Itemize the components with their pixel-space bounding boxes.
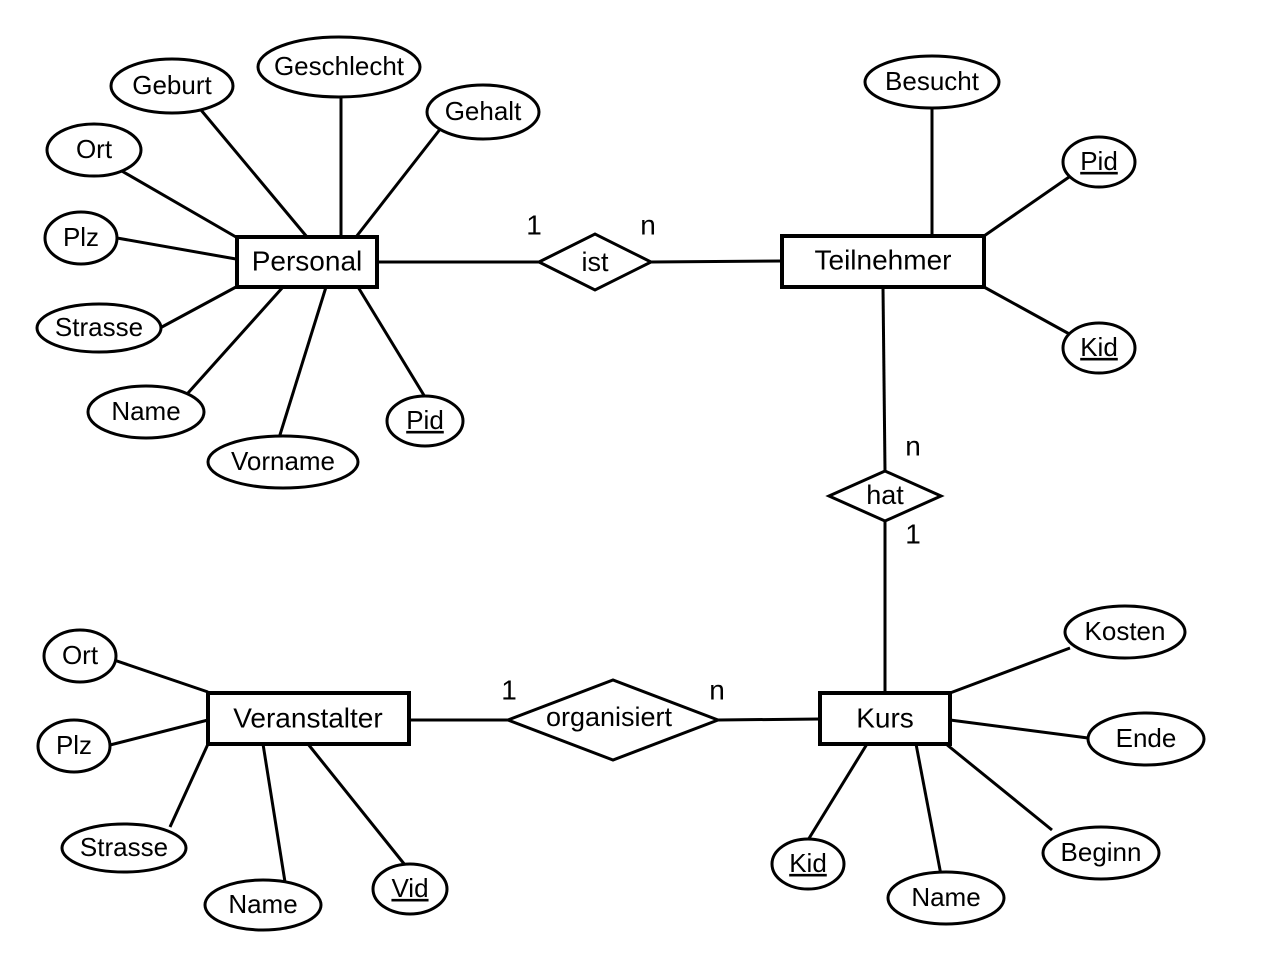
attribute-kurs-beginn-label: Beginn <box>1061 837 1142 867</box>
entity-personal: Personal <box>235 235 379 289</box>
attribute-veranstalter-vid: Vid <box>371 862 449 916</box>
edge-personal-name <box>186 285 285 395</box>
entity-teilnehmer-label: Teilnehmer <box>815 244 952 275</box>
attribute-veranstalter-name: Name <box>203 878 323 932</box>
attribute-personal-pid: Pid <box>385 394 465 448</box>
attribute-veranstalter-plz: Plz <box>36 718 112 774</box>
entity-veranstalter: Veranstalter <box>206 691 411 746</box>
attribute-personal-geschlecht: Geschlecht <box>256 35 422 99</box>
attribute-personal-ort: Ort <box>45 122 143 178</box>
edges <box>109 97 1089 883</box>
attribute-kurs-ende-label: Ende <box>1116 723 1177 753</box>
cardinality-hat-teilnehmer: n <box>905 430 921 461</box>
attribute-kurs-kid-label: Kid <box>789 848 827 878</box>
edge-personal-gehalt <box>354 127 443 238</box>
edge-personal-ort <box>119 168 237 239</box>
cardinality-ist-personal: 1 <box>526 209 542 240</box>
attribute-personal-vorname: Vorname <box>206 434 360 490</box>
attribute-teilnehmer-pid-label: Pid <box>1080 146 1118 176</box>
attribute-veranstalter-plz-label: Plz <box>56 730 92 760</box>
cardinalities: 1 n n 1 1 n <box>501 209 921 705</box>
attribute-personal-geburt: Geburt <box>109 57 235 115</box>
edge-personal-pid <box>356 286 427 398</box>
cardinality-organisiert-veranstalter: 1 <box>501 674 517 705</box>
edge-kurs-beginn <box>945 742 1053 832</box>
edge-kurs-name <box>914 743 943 876</box>
attribute-teilnehmer-pid: Pid <box>1061 135 1137 189</box>
attribute-veranstalter-vid-label: Vid <box>391 873 428 903</box>
attribute-personal-ort-label: Ort <box>76 134 113 164</box>
relationship-organisiert: organisiert <box>503 678 723 762</box>
entity-teilnehmer: Teilnehmer <box>780 234 986 289</box>
attribute-teilnehmer-kid-label: Kid <box>1080 332 1118 362</box>
entity-kurs: Kurs <box>818 691 952 746</box>
entity-personal-label: Personal <box>252 245 363 276</box>
edge-veranstalter-ort <box>113 658 209 694</box>
attribute-personal-strasse-label: Strasse <box>55 312 143 342</box>
attribute-veranstalter-ort-label: Ort <box>62 640 99 670</box>
attribute-veranstalter-strasse-label: Strasse <box>80 832 168 862</box>
attribute-kurs-name-label: Name <box>911 882 980 912</box>
attribute-personal-strasse: Strasse <box>35 302 163 354</box>
attribute-veranstalter-name-label: Name <box>228 889 297 919</box>
attribute-personal-plz-label: Plz <box>63 222 99 252</box>
edge-kurs-kosten <box>949 646 1071 695</box>
attribute-veranstalter-strasse: Strasse <box>60 822 188 874</box>
attribute-teilnehmer-besucht: Besucht <box>863 54 1001 110</box>
attribute-kurs-kid: Kid <box>770 837 846 891</box>
relationship-hat: hat <box>825 469 945 523</box>
edge-personal-strasse <box>159 285 237 330</box>
attribute-personal-geburt-label: Geburt <box>132 70 212 100</box>
attribute-teilnehmer-besucht-label: Besucht <box>885 66 980 96</box>
attribute-personal-gehalt-label: Gehalt <box>445 96 522 126</box>
cardinality-organisiert-kurs: n <box>709 674 725 705</box>
attribute-personal-name: Name <box>86 384 206 440</box>
attribute-personal-vorname-label: Vorname <box>231 446 335 476</box>
attribute-personal-pid-label: Pid <box>406 405 444 435</box>
edge-veranstalter-name <box>261 743 287 883</box>
attribute-kurs-kosten: Kosten <box>1063 604 1187 660</box>
edge-veranstalter-vid <box>306 743 407 866</box>
cardinality-ist-teilnehmer: n <box>640 209 656 240</box>
attribute-personal-plz: Plz <box>43 210 119 266</box>
entity-kurs-label: Kurs <box>856 702 914 733</box>
edge-ist-teilnehmer <box>650 259 783 264</box>
relationship-ist: ist <box>535 232 655 292</box>
attribute-veranstalter-ort: Ort <box>42 628 118 684</box>
attribute-kurs-beginn: Beginn <box>1041 825 1161 881</box>
edge-personal-plz <box>116 236 237 261</box>
edge-teilnehmer-pid <box>983 173 1073 238</box>
attribute-kurs-ende: Ende <box>1086 711 1206 767</box>
edge-kurs-kid <box>806 743 869 841</box>
entity-veranstalter-label: Veranstalter <box>233 702 382 733</box>
attribute-personal-geschlecht-label: Geschlecht <box>274 51 405 81</box>
attribute-personal-gehalt: Gehalt <box>425 83 541 141</box>
edge-veranstalter-plz <box>109 718 209 747</box>
edge-veranstalter-strasse <box>168 743 210 828</box>
cardinality-hat-kurs: 1 <box>905 518 921 549</box>
relationship-hat-label: hat <box>866 480 904 510</box>
relationship-ist-label: ist <box>582 247 609 277</box>
edge-personal-geburt <box>199 109 309 238</box>
edge-teilnehmer-kid <box>983 285 1074 338</box>
relationship-organisiert-label: organisiert <box>546 702 673 732</box>
edge-organisiert-kurs <box>717 717 821 722</box>
edge-personal-vorname <box>277 286 328 439</box>
edge-kurs-ende <box>949 718 1089 740</box>
attribute-kurs-kosten-label: Kosten <box>1085 616 1166 646</box>
edge-teilnehmer-hat <box>881 286 887 472</box>
attribute-teilnehmer-kid: Kid <box>1061 321 1137 375</box>
attribute-kurs-name: Name <box>886 870 1006 926</box>
attribute-personal-name-label: Name <box>111 396 180 426</box>
